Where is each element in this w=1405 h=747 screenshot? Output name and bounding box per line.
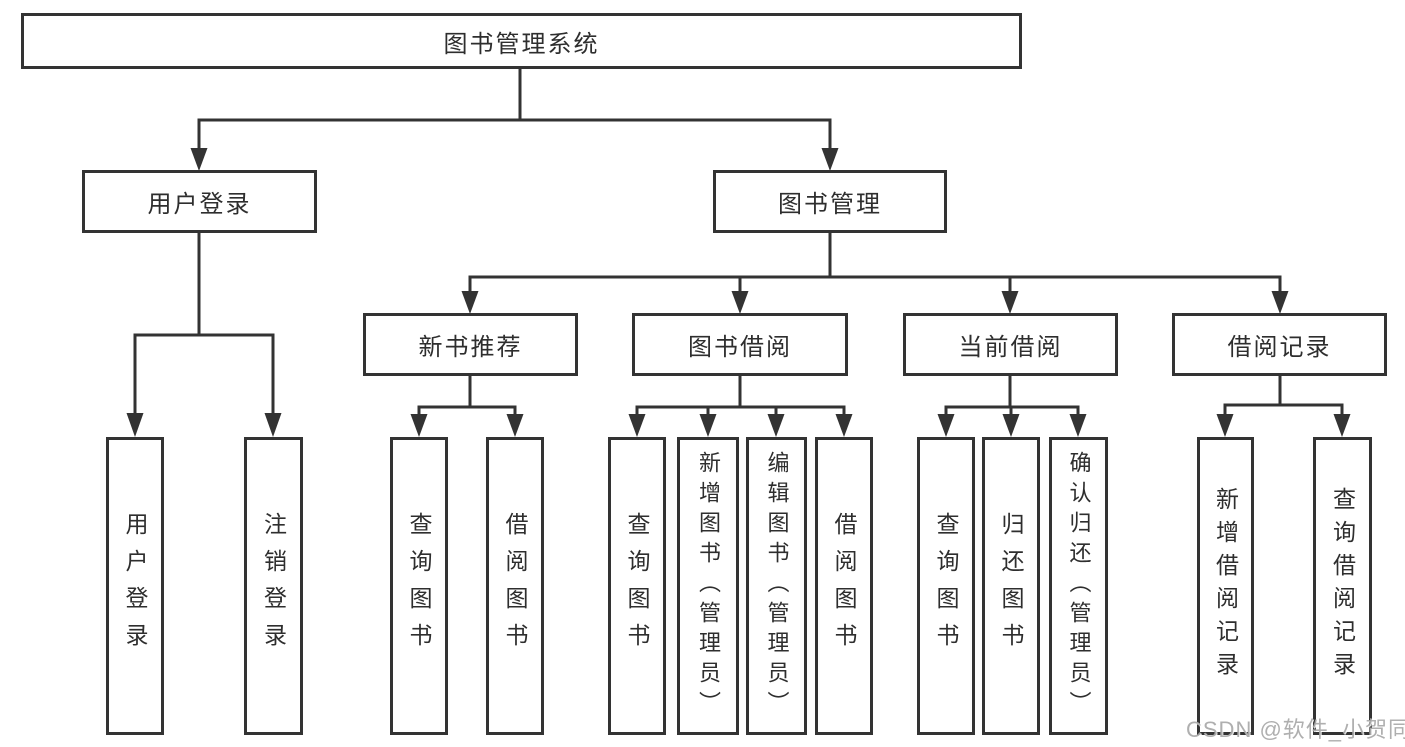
node-current-borrow: 当前借阅 [903,313,1118,376]
leaf-borrow-edit-books-admin: 编辑图书（管理员） [746,437,807,735]
leaf-recommend-borrow-books: 借阅图书 [486,437,544,735]
node-user-login: 用户登录 [82,170,317,233]
node-new-book-recommend: 新书推荐 [363,313,578,376]
leaf-recommend-query-books: 查询图书 [390,437,448,735]
leaf-borrow-borrow-books: 借阅图书 [815,437,873,735]
csdn-watermark: CSDN @软件_小贺同学 [1186,717,1405,742]
node-borrow-records: 借阅记录 [1172,313,1387,376]
leaf-records-add-record: 新增借阅记录 [1197,437,1254,735]
node-book-management: 图书管理 [713,170,947,233]
leaf-logout: 注销登录 [244,437,303,735]
node-root-system: 图书管理系统 [21,13,1022,69]
node-book-borrow: 图书借阅 [632,313,848,376]
leaf-borrow-query-books: 查询图书 [608,437,666,735]
leaf-borrow-add-books-admin: 新增图书（管理员） [677,437,739,735]
leaf-current-query-books: 查询图书 [917,437,975,735]
leaf-user-login: 用户登录 [106,437,164,735]
leaf-current-confirm-return-admin: 确认归还（管理员） [1049,437,1108,735]
leaf-records-query-record: 查询借阅记录 [1313,437,1372,735]
leaf-current-return-books: 归还图书 [982,437,1040,735]
